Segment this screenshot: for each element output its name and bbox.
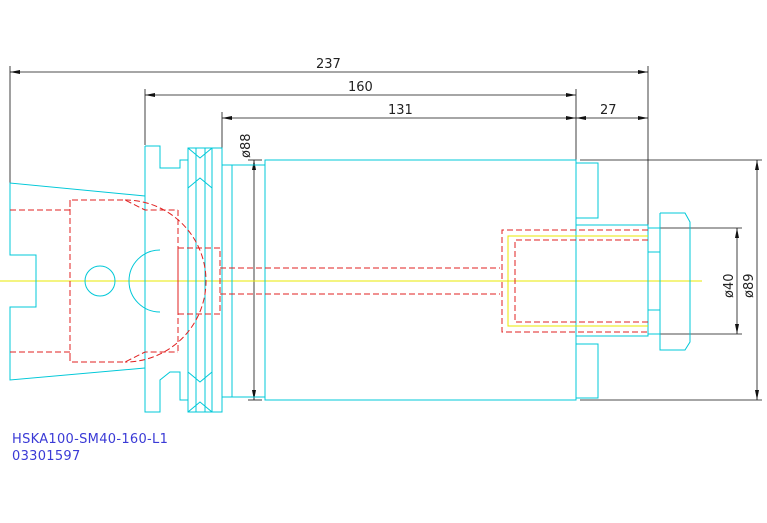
dim-body-length: 131 bbox=[388, 103, 413, 118]
part-designation: HSKA100-SM40-160-L1 bbox=[12, 432, 169, 447]
part-outline bbox=[9, 145, 691, 413]
dimension-lines bbox=[9, 66, 762, 401]
dim-nose-length: 27 bbox=[600, 103, 617, 118]
dim-holder-length: 160 bbox=[348, 80, 373, 95]
dim-nose-bore-diameter: ø40 bbox=[722, 274, 737, 299]
hidden-lines bbox=[10, 199, 648, 363]
bore-outline bbox=[507, 235, 648, 327]
dimension-arrows bbox=[10, 70, 759, 400]
dim-overall-length: 237 bbox=[316, 57, 341, 72]
dim-body-diameter: ø88 bbox=[239, 134, 254, 159]
part-number: 03301597 bbox=[12, 449, 81, 464]
dim-nose-outer-diameter: ø89 bbox=[742, 274, 757, 299]
